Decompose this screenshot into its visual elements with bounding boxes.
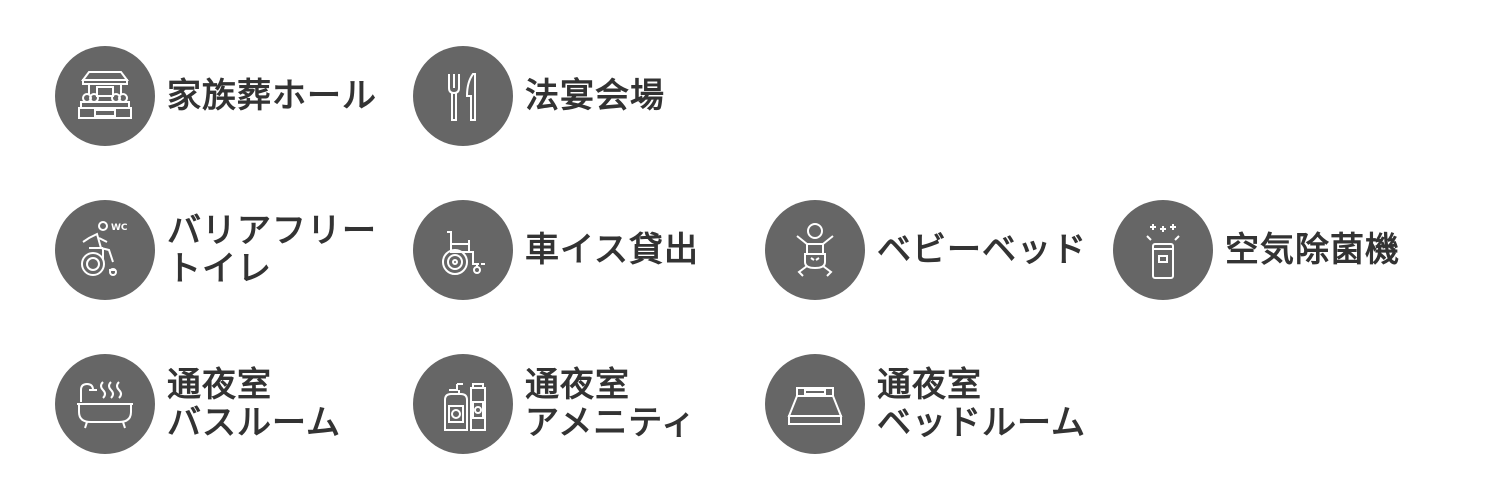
facility-label: 通夜室 ベッドルーム xyxy=(877,365,1086,443)
svg-text:WC: WC xyxy=(111,223,128,233)
facility-label: バリアフリー トイレ xyxy=(167,211,377,289)
facility-baby-bed: ベビーベッド xyxy=(765,200,1087,300)
facility-label: 家族葬ホール xyxy=(167,76,377,116)
facility-wheelchair-rental: 車イス貸出 xyxy=(413,200,699,300)
family-hall-icon xyxy=(55,46,155,146)
facility-family-hall: 家族葬ホール xyxy=(55,46,377,146)
facility-barrier-free-toilet: WC バリアフリー トイレ xyxy=(55,200,377,300)
facility-overnight-bathroom: 通夜室 バスルーム xyxy=(55,354,341,454)
facility-overnight-amenity: 通夜室 アメニティ xyxy=(413,354,696,454)
wheelchair-wc-icon: WC xyxy=(55,200,155,300)
wheelchair-icon xyxy=(413,200,513,300)
facility-label: 通夜室 バスルーム xyxy=(167,365,341,443)
facility-overnight-bedroom: 通夜室 ベッドルーム xyxy=(765,354,1086,454)
fork-knife-icon xyxy=(413,46,513,146)
toiletries-icon xyxy=(413,354,513,454)
facility-label: 通夜室 アメニティ xyxy=(525,365,697,443)
baby-icon xyxy=(765,200,865,300)
facility-memorial-dining: 法宴会場 xyxy=(413,46,665,146)
facility-label: 法宴会場 xyxy=(525,76,665,116)
facility-air-purifier: 空気除菌機 xyxy=(1113,200,1400,300)
facility-label: 空気除菌機 xyxy=(1225,230,1400,270)
air-purifier-icon xyxy=(1113,200,1213,300)
facility-label: ベビーベッド xyxy=(877,230,1087,270)
facility-label: 車イス貸出 xyxy=(525,230,699,270)
bed-icon xyxy=(765,354,865,454)
bathtub-icon xyxy=(55,354,155,454)
